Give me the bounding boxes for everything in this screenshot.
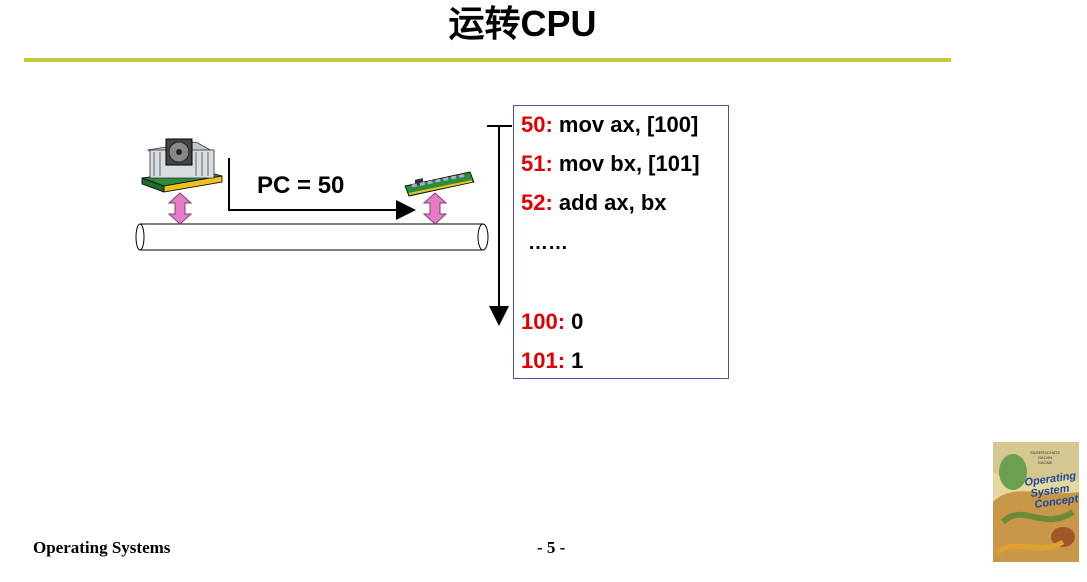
cpu-bus-arrow [167, 192, 193, 225]
memory-module-icon [404, 171, 475, 197]
svg-text:SILBERSCHATZ: SILBERSCHATZ [1030, 450, 1060, 455]
memory-value: mov bx, [101] [558, 151, 700, 176]
svg-text:GAGNE: GAGNE [1038, 460, 1053, 465]
memory-value: add ax, bx [558, 190, 667, 215]
execution-flow-arrow [487, 125, 512, 326]
memory-value: 0 [571, 309, 584, 334]
memory-address: 100: [521, 309, 566, 334]
memory-address: 101: [521, 348, 566, 373]
system-bus [135, 223, 489, 251]
memory-value: 1 [571, 348, 584, 373]
title-divider [24, 58, 951, 62]
svg-text:System: System [1030, 483, 1071, 500]
memory-address: 51: [521, 151, 553, 176]
memory-address: 52: [521, 190, 553, 215]
memory-row: 51: mov bx, [101] [521, 151, 700, 177]
memory-address: 50: [521, 112, 553, 137]
footer-page-number: - 5 - [537, 538, 566, 557]
footer-course-name: Operating Systems [33, 538, 171, 557]
svg-text:Concepts: Concepts [1034, 492, 1079, 511]
memory-value: mov ax, [100] [558, 112, 699, 137]
memory-row: 52: add ax, bx [521, 190, 667, 216]
memory-contents: 50: mov ax, [100] 51: mov bx, [101] 52: … [513, 105, 729, 379]
memory-bus-arrow [422, 192, 448, 225]
book-cover-image: SILBERSCHATZ GALVIN GAGNE Operating Syst… [993, 442, 1079, 562]
cpu-chip-icon [141, 138, 223, 193]
memory-row: 50: mov ax, [100] [521, 112, 698, 138]
memory-row: 100: 0 [521, 309, 583, 335]
memory-row: 101: 1 [521, 348, 583, 374]
pc-address-arrow [228, 158, 416, 220]
page-title: 运转CPU [448, 3, 597, 44]
svg-text:GALVIN: GALVIN [1038, 455, 1052, 460]
pc-label: PC = 50 [257, 172, 345, 199]
memory-ellipsis: …… [528, 232, 568, 254]
